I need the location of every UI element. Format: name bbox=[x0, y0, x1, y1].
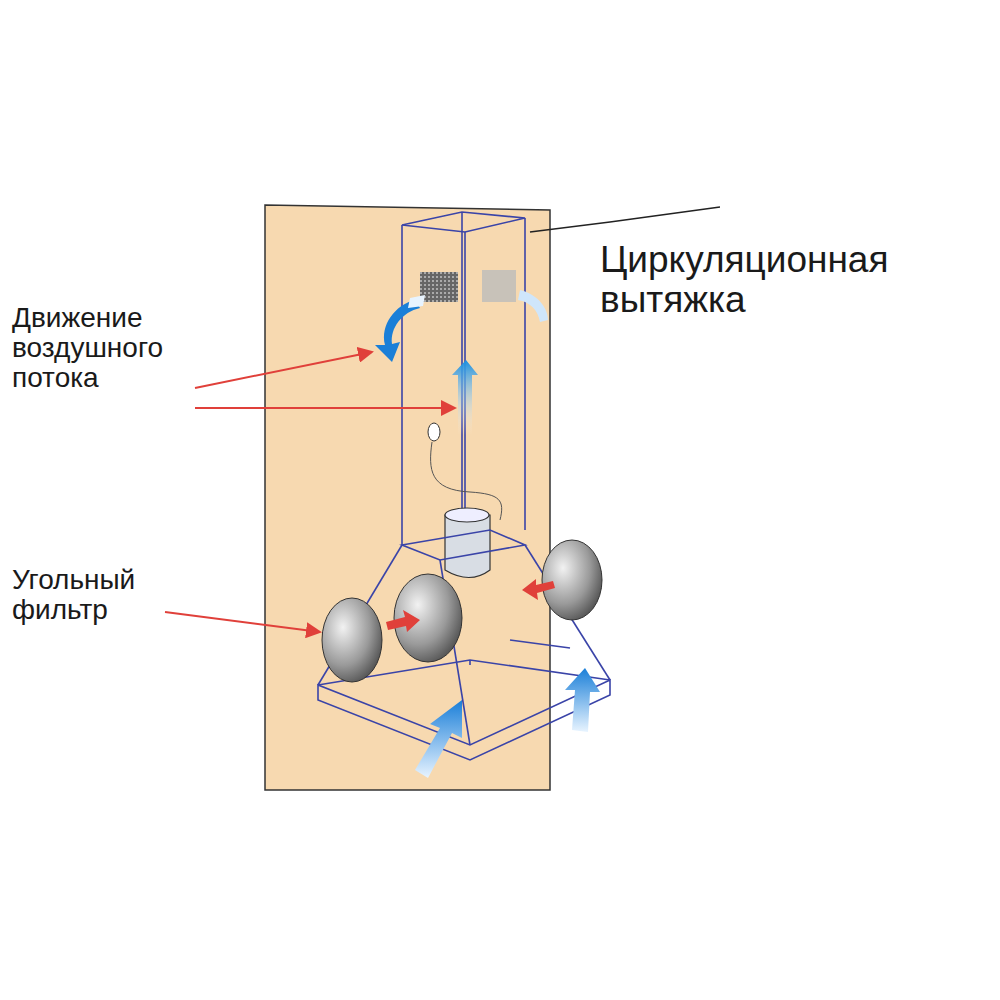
hood bbox=[318, 530, 610, 760]
flow-arrow bbox=[386, 579, 555, 632]
grille bbox=[482, 270, 516, 302]
motor bbox=[445, 515, 490, 578]
switch bbox=[428, 423, 440, 441]
grille bbox=[420, 272, 458, 302]
carbon-filter bbox=[322, 598, 382, 682]
wall bbox=[265, 205, 550, 790]
part-label: Угольный фильтр bbox=[12, 565, 172, 625]
carbon-filter bbox=[542, 540, 602, 620]
leader-line bbox=[530, 207, 720, 232]
part-label: Движение воздушного потока bbox=[12, 303, 202, 394]
chimney bbox=[402, 212, 525, 545]
leader-line bbox=[165, 352, 455, 632]
title-label: Циркуляционная вытяжка bbox=[600, 240, 990, 320]
air-flow-arrow bbox=[375, 290, 600, 778]
